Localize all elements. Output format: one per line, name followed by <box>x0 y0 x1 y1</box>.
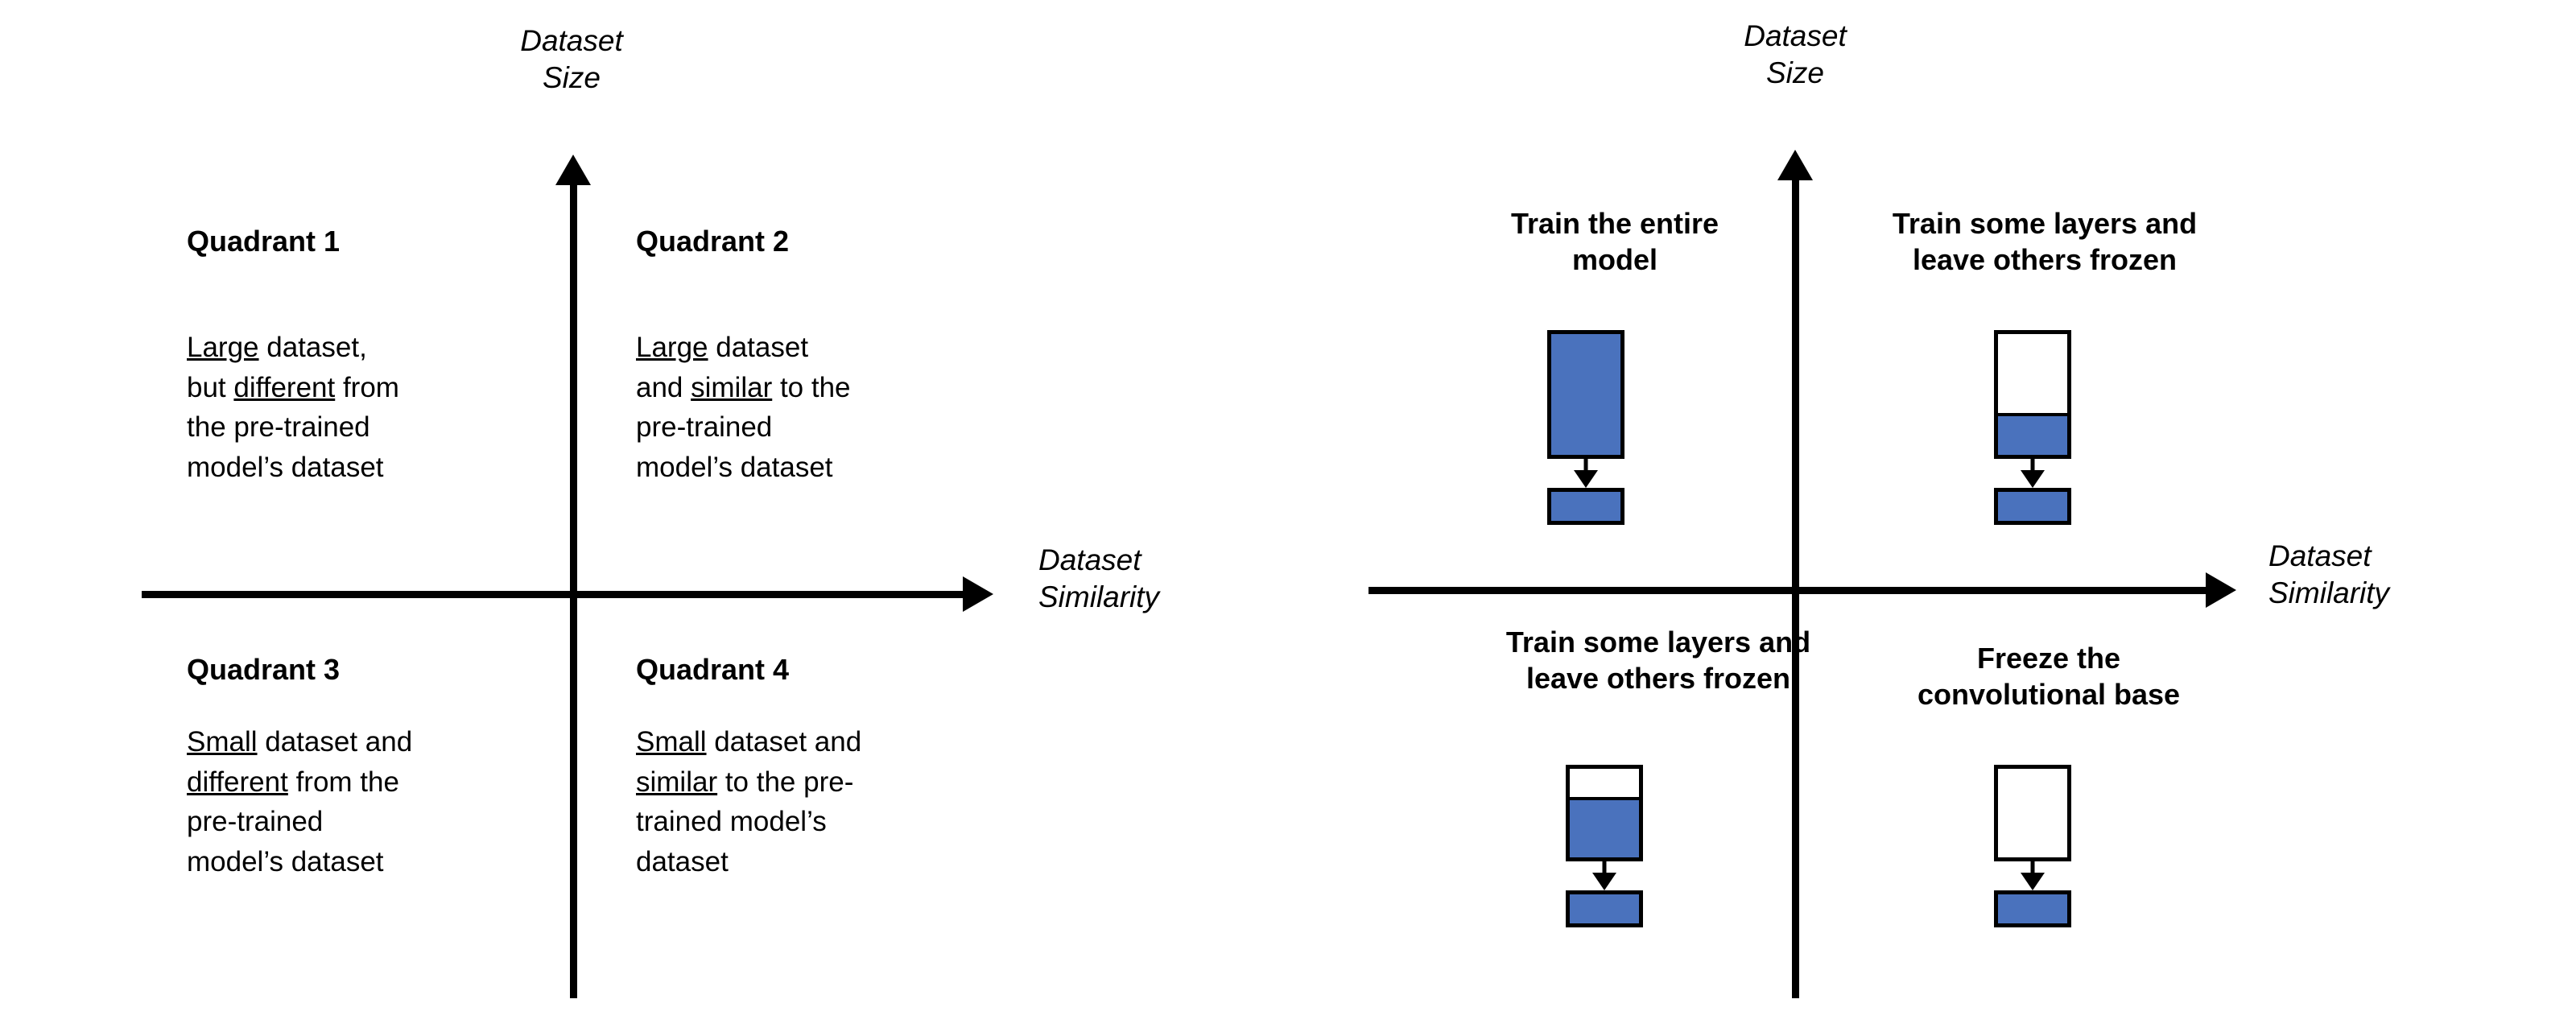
flow-arrow-icon <box>1994 459 2071 488</box>
left-x-axis-arrowhead <box>963 576 993 612</box>
quadrant-3-title: Quadrant 3 <box>187 653 341 686</box>
classifier-head-block <box>1994 488 2071 525</box>
convolutional-base-block <box>1994 765 2071 861</box>
strategy-quadrant-3-heading: Train some layers and leave others froze… <box>1505 626 1811 695</box>
left-y-axis-label: Dataset Size <box>520 24 623 95</box>
strategy-quadrant-2-model-stack <box>1994 330 2071 525</box>
strategy-quadrant-1-model-stack <box>1547 330 1624 525</box>
right-x-axis-arrowhead <box>2206 572 2236 608</box>
flow-arrow-icon <box>1547 459 1624 488</box>
convolutional-base-block <box>1994 330 2071 459</box>
convolutional-base-block <box>1566 765 1643 861</box>
strategy-quadrant-1-heading: Train the entire model <box>1510 207 1719 276</box>
left-x-axis-line <box>142 591 964 598</box>
strategy-quadrant-2-heading: Train some layers and leave others froze… <box>1892 207 2198 276</box>
classifier-head-block <box>1994 890 2071 927</box>
trainable-layers-fill <box>1570 797 1639 857</box>
quadrant-1-title: Quadrant 1 <box>187 225 341 258</box>
left-x-axis-label: Dataset Similarity <box>1038 543 1160 614</box>
classifier-head-block <box>1547 488 1624 525</box>
flow-arrow-icon <box>1566 861 1643 890</box>
right-strategy-diagram: Dataset Size Dataset Similarity Train th… <box>1256 0 2576 1024</box>
flow-arrow-icon <box>1994 861 2071 890</box>
quadrant-2-title: Quadrant 2 <box>636 225 790 258</box>
convolutional-base-block <box>1547 330 1624 459</box>
classifier-head-block <box>1566 890 1643 927</box>
strategy-quadrant-3-model-stack <box>1566 765 1643 950</box>
right-y-axis-arrowhead <box>1777 150 1813 180</box>
strategy-quadrant-4-model-stack <box>1994 765 2071 950</box>
right-y-axis-label: Dataset Size <box>1744 19 1847 90</box>
trainable-layers-fill <box>1998 412 2067 455</box>
left-quadrant-diagram: Dataset Size Dataset Similarity Quadrant… <box>0 0 1256 1024</box>
left-y-axis-arrowhead <box>555 155 591 185</box>
right-x-axis-line <box>1368 587 2207 594</box>
right-x-axis-label: Dataset Similarity <box>2268 539 2390 610</box>
quadrant-4-title: Quadrant 4 <box>636 653 790 686</box>
strategy-quadrant-4-heading: Freeze the convolutional base <box>1917 642 2181 711</box>
